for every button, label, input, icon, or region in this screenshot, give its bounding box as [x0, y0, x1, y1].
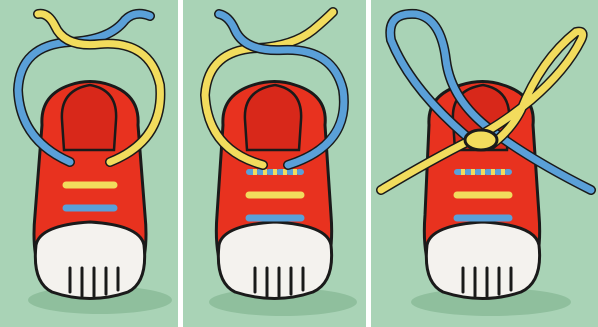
step-3-illustration: [371, 0, 598, 327]
lace-knot: [465, 130, 497, 150]
shoe-toe-cap: [35, 222, 144, 299]
step-3-panel: [371, 0, 598, 327]
shoe-tongue: [245, 85, 301, 150]
step-1-illustration: [0, 0, 178, 327]
step-2-panel: [183, 0, 366, 327]
step-2-illustration: [183, 0, 366, 327]
step-1-panel: [0, 0, 178, 327]
shoe-toe-cap: [426, 222, 539, 299]
shoe-tongue: [62, 85, 116, 150]
shoe-toe-cap: [218, 222, 331, 299]
